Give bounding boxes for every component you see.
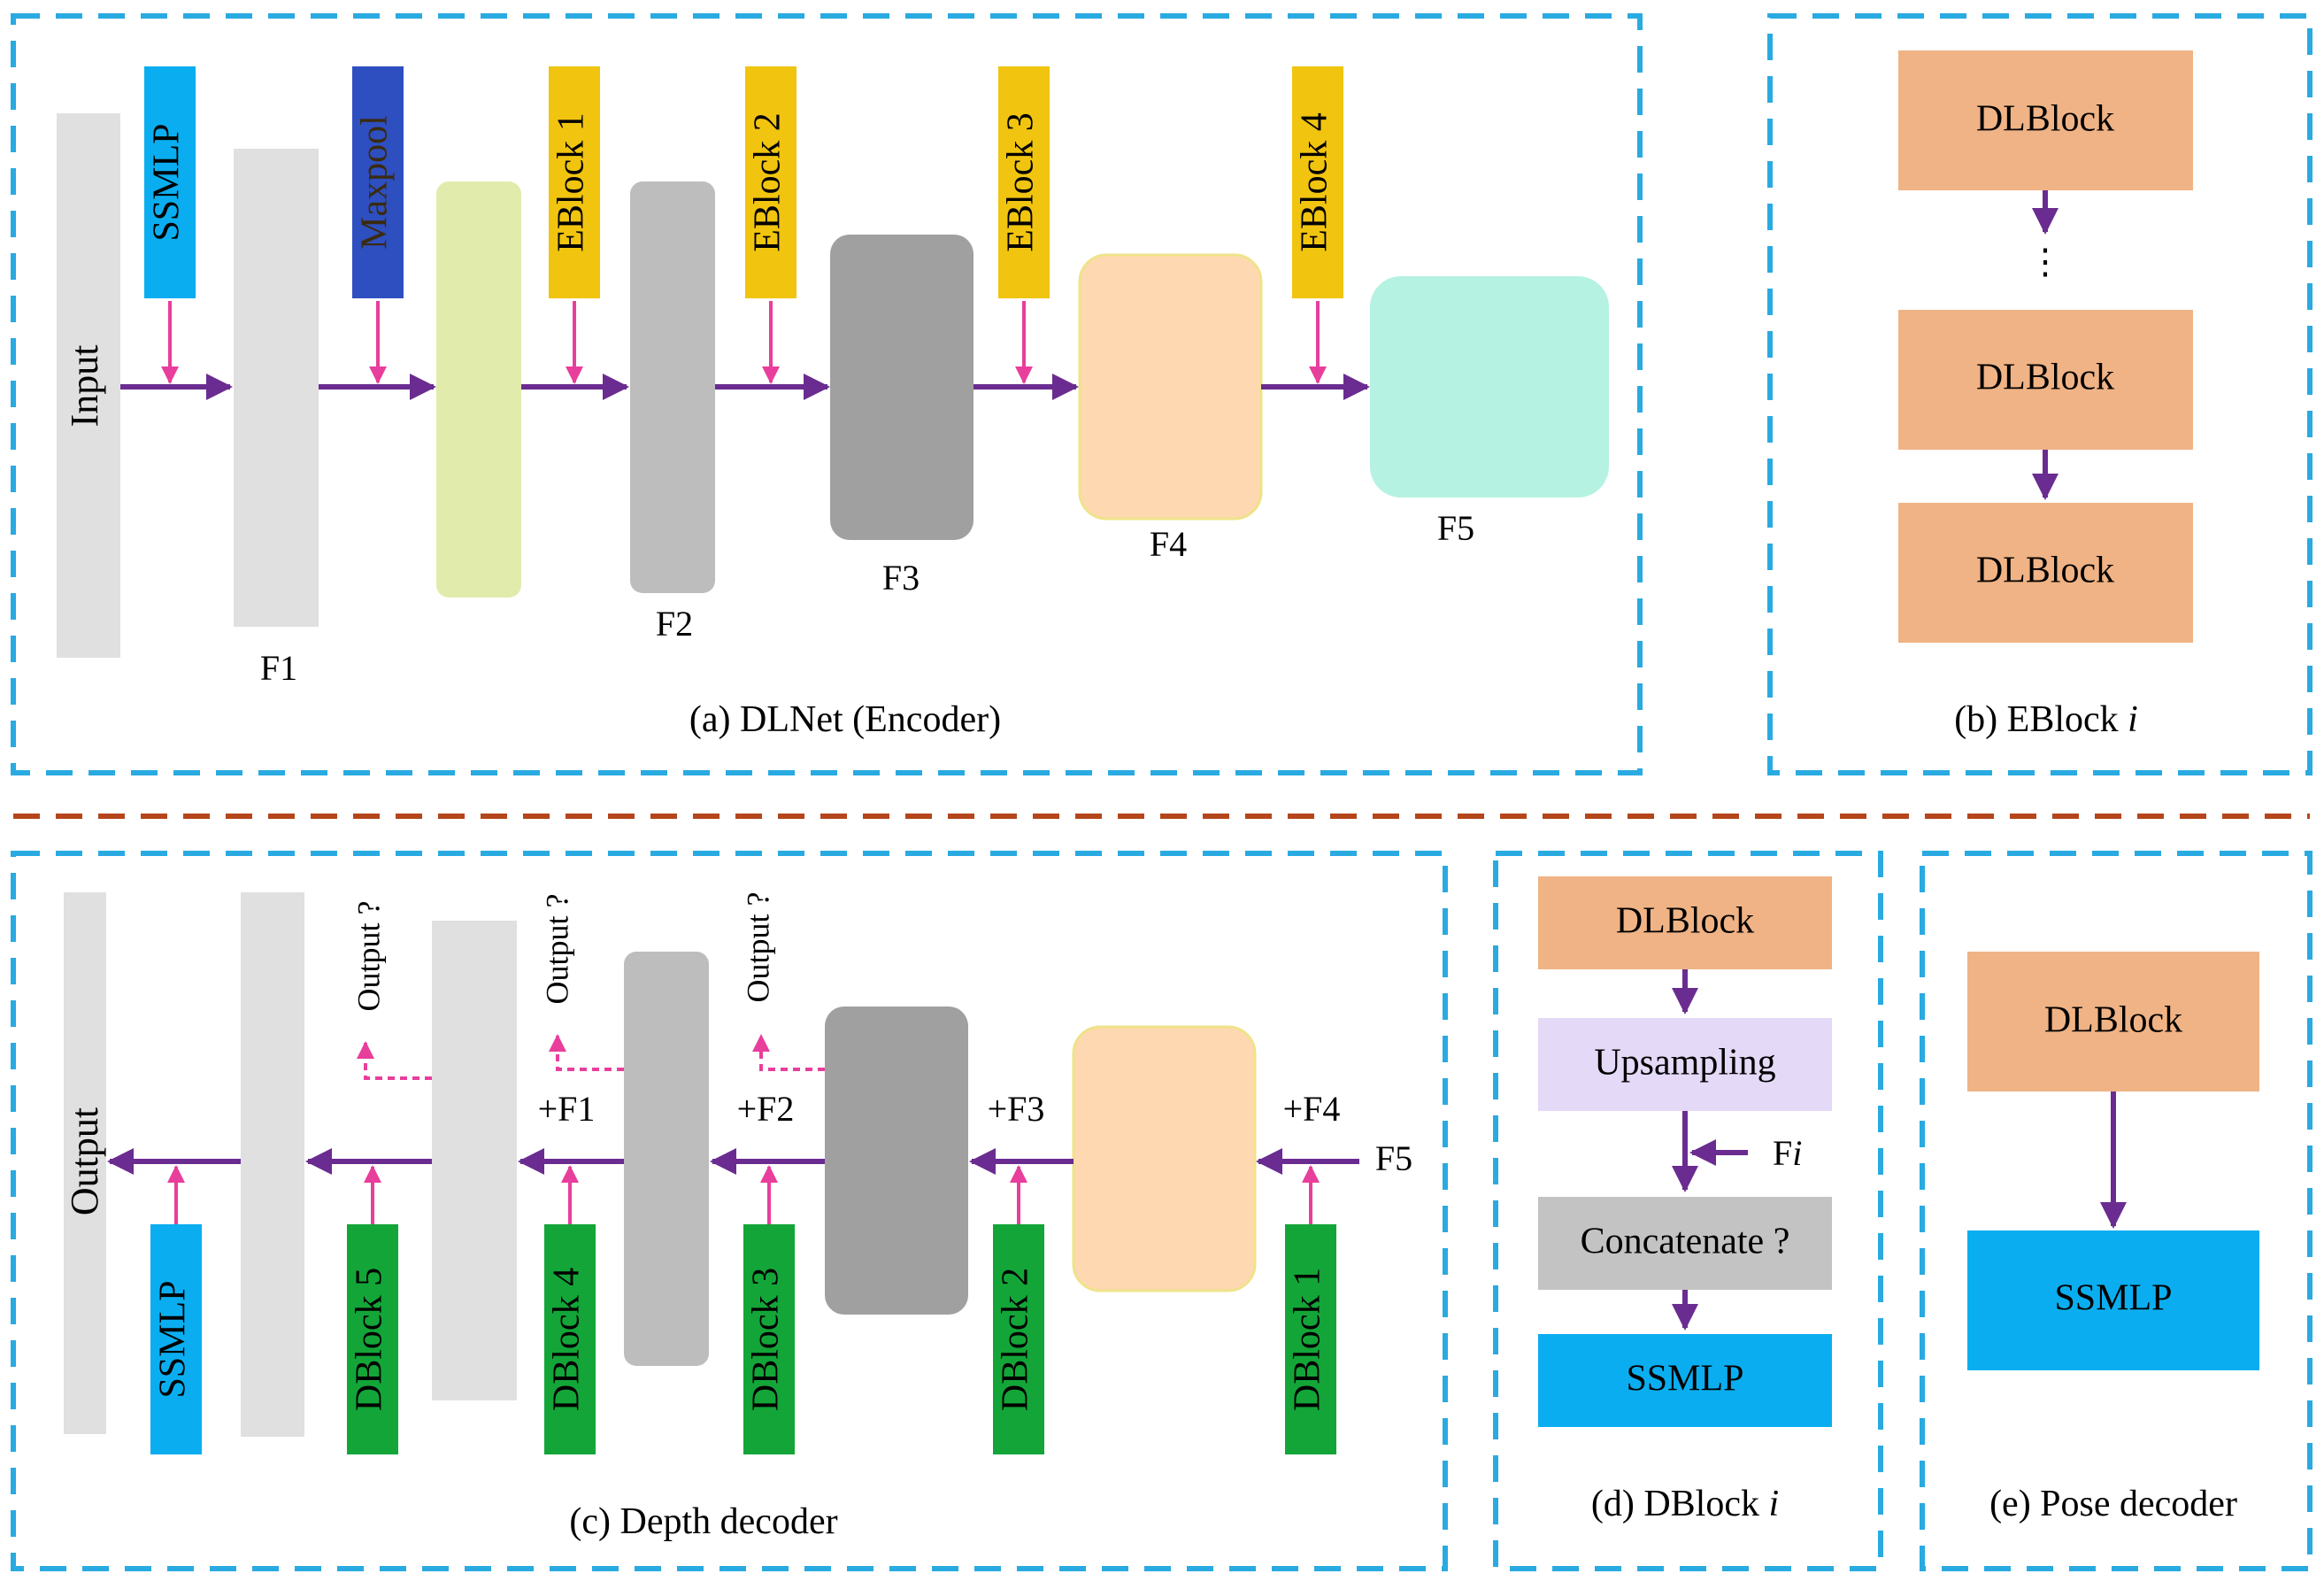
upsampling-label: Upsampling <box>1594 1043 1775 1084</box>
dblock-1-label: DBlock 1 <box>1288 1268 1328 1411</box>
eblock-1 <box>549 66 600 298</box>
encoder-ssmlp-label: SSMLP <box>147 123 188 241</box>
encoder-side-arrows <box>161 301 1327 384</box>
dblock-1 <box>1285 1224 1336 1454</box>
f5-feature-block <box>1370 276 1609 498</box>
eblock-4-label: EBlock 4 <box>1295 112 1335 251</box>
encoder-ssmlp-block <box>144 66 196 298</box>
dblock-2-label: DBlock 2 <box>996 1268 1036 1411</box>
dblock-5-label: DBlock 5 <box>350 1268 390 1411</box>
dblock-2 <box>993 1224 1044 1454</box>
maxpool-label: Maxpool <box>355 115 396 250</box>
decoder-feature-2 <box>432 921 517 1400</box>
skip-f4-label: +F4 <box>1283 1089 1341 1129</box>
eblock-3-label: EBlock 3 <box>1001 112 1042 251</box>
decoder-ssmlp-block <box>150 1224 202 1454</box>
pose-decoder-caption: (e) Pose decoder <box>1989 1484 2237 1524</box>
pose-ssmlp-block <box>1967 1230 2259 1370</box>
decoder-feature-3 <box>624 952 709 1366</box>
side-output-arrows <box>357 1034 825 1080</box>
output-label: Output <box>63 1107 106 1215</box>
decoder-feature-4 <box>825 1007 968 1315</box>
dblock-caption: (d) DBlock i <box>1591 1484 1779 1524</box>
f2-feature-block <box>630 181 715 593</box>
encoder-diagram: Input SSMLP F1 Maxpool EBlock 1 F2 EBloc… <box>57 66 1609 740</box>
f2-label: F2 <box>656 604 693 644</box>
depth-decoder-panel-frame <box>11 851 1448 1571</box>
dblock-4-label: DBlock 4 <box>547 1268 588 1411</box>
eblock-dlblock-3 <box>1898 503 2193 643</box>
dblock-skip-label: Fi <box>1773 1133 1802 1173</box>
pose-ssmlp-label: SSMLP <box>2054 1278 2172 1319</box>
eblock-dlblock-1-label: DLBlock <box>1976 99 2114 140</box>
eblock-4 <box>1292 66 1343 298</box>
pose-decoder-diagram: DLBlock SSMLP (e) Pose decoder <box>1967 952 2259 1524</box>
dblock-detail-diagram: DLBlock Upsampling Fi Concatenate ? SSML… <box>1538 876 1832 1524</box>
upsampling-block <box>1538 1018 1832 1111</box>
eblock-detail-diagram: DLBlock ⋮ DLBlock DLBlock (b) EBlock i <box>1898 50 2193 740</box>
pose-dlblock-label: DLBlock <box>2044 1000 2182 1041</box>
dblock-ssmlp-label: SSMLP <box>1626 1359 1743 1400</box>
eblock-3 <box>998 66 1050 298</box>
eblock-dlblock-1 <box>1898 50 2193 190</box>
skip-f2-label: +F2 <box>737 1089 795 1129</box>
skip-f3-label: +F3 <box>988 1089 1045 1129</box>
dblock-panel-frame <box>1493 851 1883 1571</box>
eblock-2 <box>745 66 796 298</box>
decoder-input-f5-label: F5 <box>1375 1138 1412 1178</box>
pose-dlblock <box>1967 952 2259 1091</box>
pooled-feature-block <box>436 181 521 598</box>
eblock-dlblock-3-label: DLBlock <box>1976 551 2114 591</box>
depth-decoder-caption: (c) Depth decoder <box>569 1501 837 1542</box>
side-output-1-label: Output ? <box>350 901 386 1012</box>
depth-decoder-diagram: Output SSMLP DBlock 5 DBlock 4 DBlock 3 … <box>63 892 1412 1542</box>
dblock-3-label: DBlock 3 <box>746 1268 787 1411</box>
dblock-3 <box>743 1224 795 1454</box>
eblock-caption: (b) EBlock i <box>1954 699 2138 740</box>
input-label: Input <box>63 345 106 428</box>
f3-feature-block <box>830 235 973 540</box>
f3-label: F3 <box>882 558 920 598</box>
decoder-feature-5 <box>1072 1025 1257 1292</box>
eblock-dlblock-2-label: DLBlock <box>1976 358 2114 398</box>
pose-decoder-panel-frame <box>1920 851 2312 1571</box>
f4-feature-block <box>1078 253 1263 521</box>
f1-label: F1 <box>260 648 297 688</box>
concatenate-label: Concatenate ? <box>1581 1222 1790 1262</box>
input-feature-block <box>57 113 120 658</box>
dblock-ssmlp-block <box>1538 1334 1832 1427</box>
decoder-side-arrows <box>167 1165 1320 1224</box>
dblock-5 <box>347 1224 398 1454</box>
f4-label: F4 <box>1150 524 1187 564</box>
eblock-2-label: EBlock 2 <box>748 112 789 251</box>
output-feature-block <box>64 892 106 1434</box>
dblock-dlblock <box>1538 876 1832 969</box>
eblock-dlblock-2 <box>1898 310 2193 450</box>
dblock-4 <box>544 1224 596 1454</box>
side-output-2-label: Output ? <box>539 894 574 1005</box>
decoder-feature-1 <box>241 892 304 1437</box>
eblock-ellipsis: ⋮ <box>2028 242 2063 282</box>
f5-label: F5 <box>1437 508 1474 548</box>
eblock-1-label: EBlock 1 <box>551 112 592 251</box>
side-output-3-label: Output ? <box>740 892 775 1003</box>
dblock-dlblock-label: DLBlock <box>1616 901 1754 942</box>
eblock-panel-frame <box>1767 13 2312 775</box>
decoder-ssmlp-label: SSMLP <box>153 1280 194 1398</box>
f1-feature-block <box>234 149 319 627</box>
encoder-panel-frame <box>11 13 1643 775</box>
encoder-caption: (a) DLNet (Encoder) <box>689 699 1001 740</box>
skip-f1-label: +F1 <box>538 1089 596 1129</box>
maxpool-block <box>352 66 404 298</box>
concatenate-block <box>1538 1197 1832 1290</box>
